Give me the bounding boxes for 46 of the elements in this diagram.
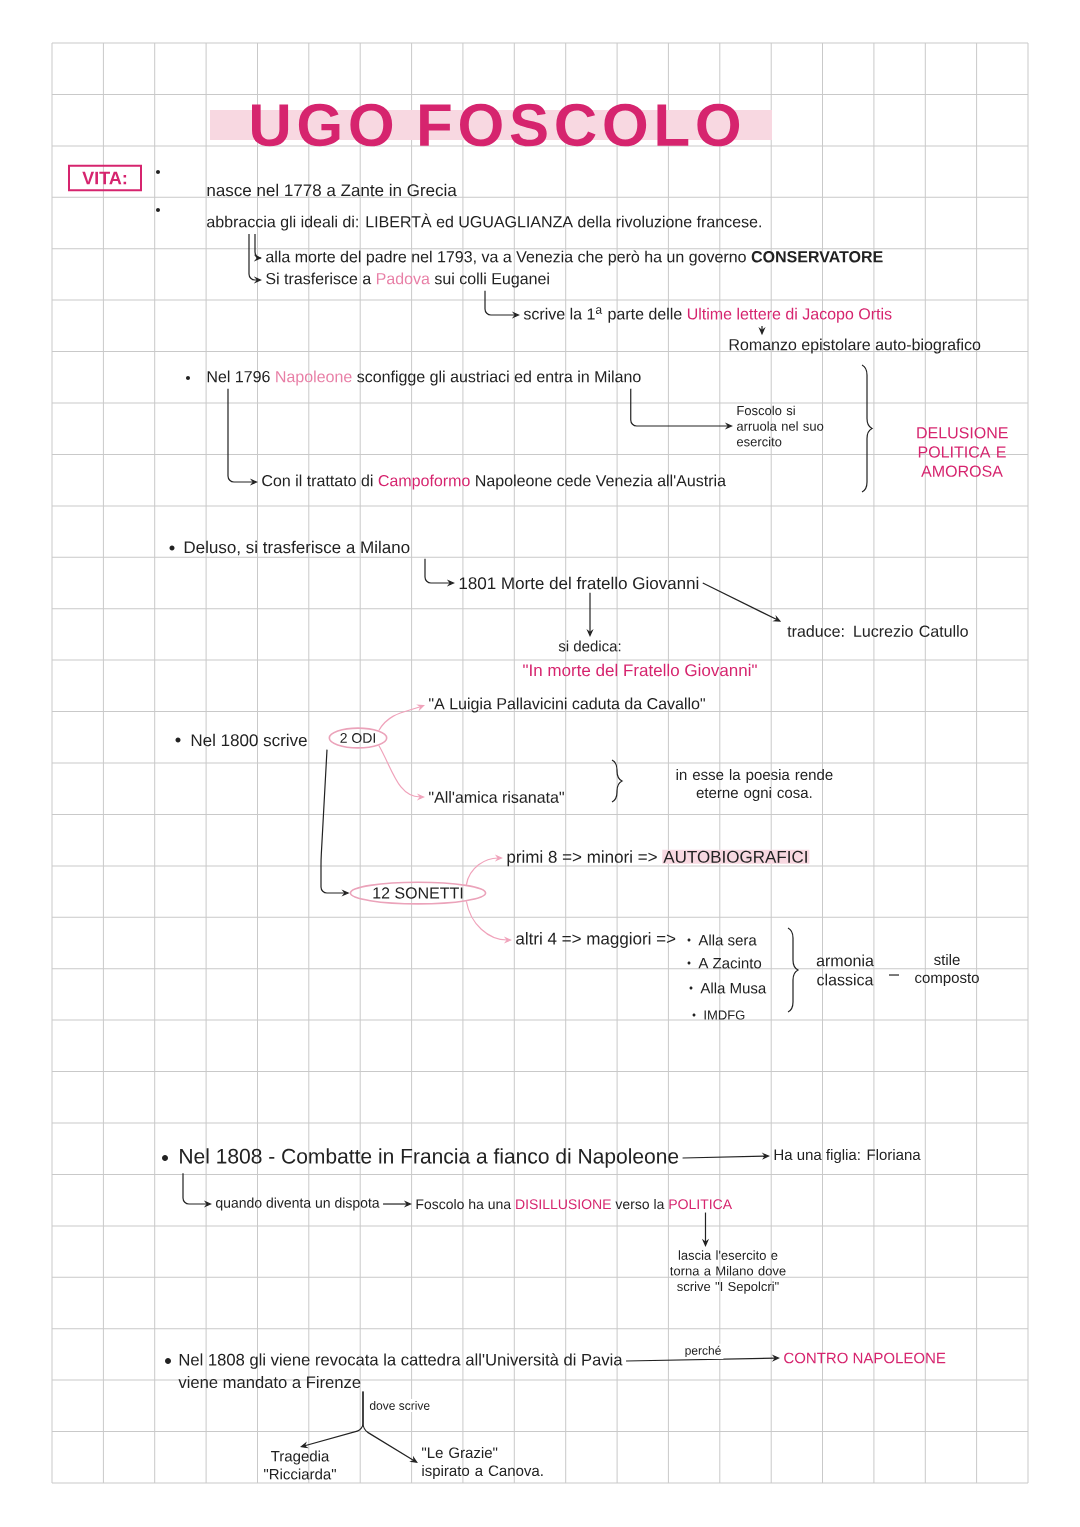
note-text: Si trasferisce a Padova sui colli Euganei bbox=[266, 272, 549, 288]
note-text: Nel 1796 Napoleone sconfigge gli austriaci ed entra in Milano bbox=[207, 370, 641, 386]
circled-text: 2 ODI bbox=[328, 727, 388, 749]
note-text: Tragedia "Ricciarda" bbox=[264, 1450, 336, 1480]
note-text: "A Luigia Pallavicini caduta da Cavallo" bbox=[429, 697, 705, 713]
note-text: altri 4 => maggiori => bbox=[516, 932, 676, 948]
note-text: Nel 1808 gli viene revocata la cattedra all'Università di Pavia bbox=[179, 1353, 623, 1369]
note-text: Deluso, si trasferisce a Milano bbox=[184, 540, 410, 556]
arrow bbox=[625, 1354, 780, 1362]
note-text: stile composto bbox=[915, 954, 979, 986]
note-text: in esse la poesia rende eterne ogni cosa. bbox=[676, 769, 833, 801]
note-text: 1801 Morte del fratello Giovanni bbox=[459, 576, 699, 590]
note-text: Nel 1800 scrive bbox=[191, 733, 307, 747]
note-text: lascia l'esercito e torna a Milano dove scrive "I Sepolcri" bbox=[670, 1250, 786, 1294]
note-text: "Le Grazie" ispirato a Canova. bbox=[422, 1447, 543, 1479]
note-text: Foscolo ha una DISILLUSIONE verso la POLITICA bbox=[416, 1198, 733, 1210]
note-text: Alla Musa bbox=[700, 982, 767, 994]
note-text: IMDFG bbox=[704, 1010, 745, 1020]
label-box: VITA: bbox=[68, 164, 142, 192]
circled-text: 12 SONETTI bbox=[349, 881, 487, 905]
note-text: Alla sera bbox=[698, 934, 757, 946]
edge-label: dove scrive bbox=[367, 1399, 433, 1412]
note-text: primi 8 => minori => AUTOBIOGRAFICI bbox=[507, 849, 810, 867]
note-text: "All'amica risanata" bbox=[429, 791, 564, 803]
note-text: DELUSIONE POLITICA E AMOROSA bbox=[917, 427, 1008, 477]
title: UGO FOSCOLO bbox=[210, 103, 772, 147]
note-text: viene mandato a Firenze bbox=[178, 1375, 361, 1389]
note-text: Romanzo epistolare auto-biografico bbox=[729, 338, 981, 354]
note-text: nasce nel 1778 a Zante in Grecia bbox=[207, 183, 457, 197]
note-text: Foscolo si arruola nel suo esercito bbox=[736, 405, 824, 447]
note-text: CONTRO NAPOLEONE bbox=[784, 1352, 946, 1364]
note-text: Ha una figlia: Floriana bbox=[774, 1149, 921, 1163]
note-text: armonia classica bbox=[816, 954, 874, 986]
note-text: "In morte del Fratello Giovanni" bbox=[523, 663, 757, 677]
note-text: Con il trattato di Campoformo Napoleone cede Venezia all'Austria bbox=[262, 474, 726, 490]
note-text: quando diventa un dispota bbox=[216, 1197, 380, 1211]
note-text: scrive la 1$^{a}$ parte delle Ultime lettere di Jacopo Ortis bbox=[523, 307, 892, 323]
arrow bbox=[362, 1390, 418, 1463]
arrow bbox=[465, 854, 503, 886]
note-text: A Zacinto bbox=[698, 957, 762, 969]
note-text: abbraccia gli ideali di: LIBERTÀ ed UGUAGLIANZA della rivoluzione francese. bbox=[207, 213, 761, 231]
note-text: traduce: Lucrezio Catullo bbox=[787, 625, 968, 637]
note-text: Nel 1808 - Combatte in Francia a fianco di Napoleone bbox=[180, 1148, 679, 1168]
arrow bbox=[378, 704, 425, 732]
note-text: si dedica: bbox=[558, 640, 621, 652]
note-text: alla morte del padre nel 1793, va a Venezia che però ha un governo CONSERVATORE bbox=[266, 250, 883, 266]
